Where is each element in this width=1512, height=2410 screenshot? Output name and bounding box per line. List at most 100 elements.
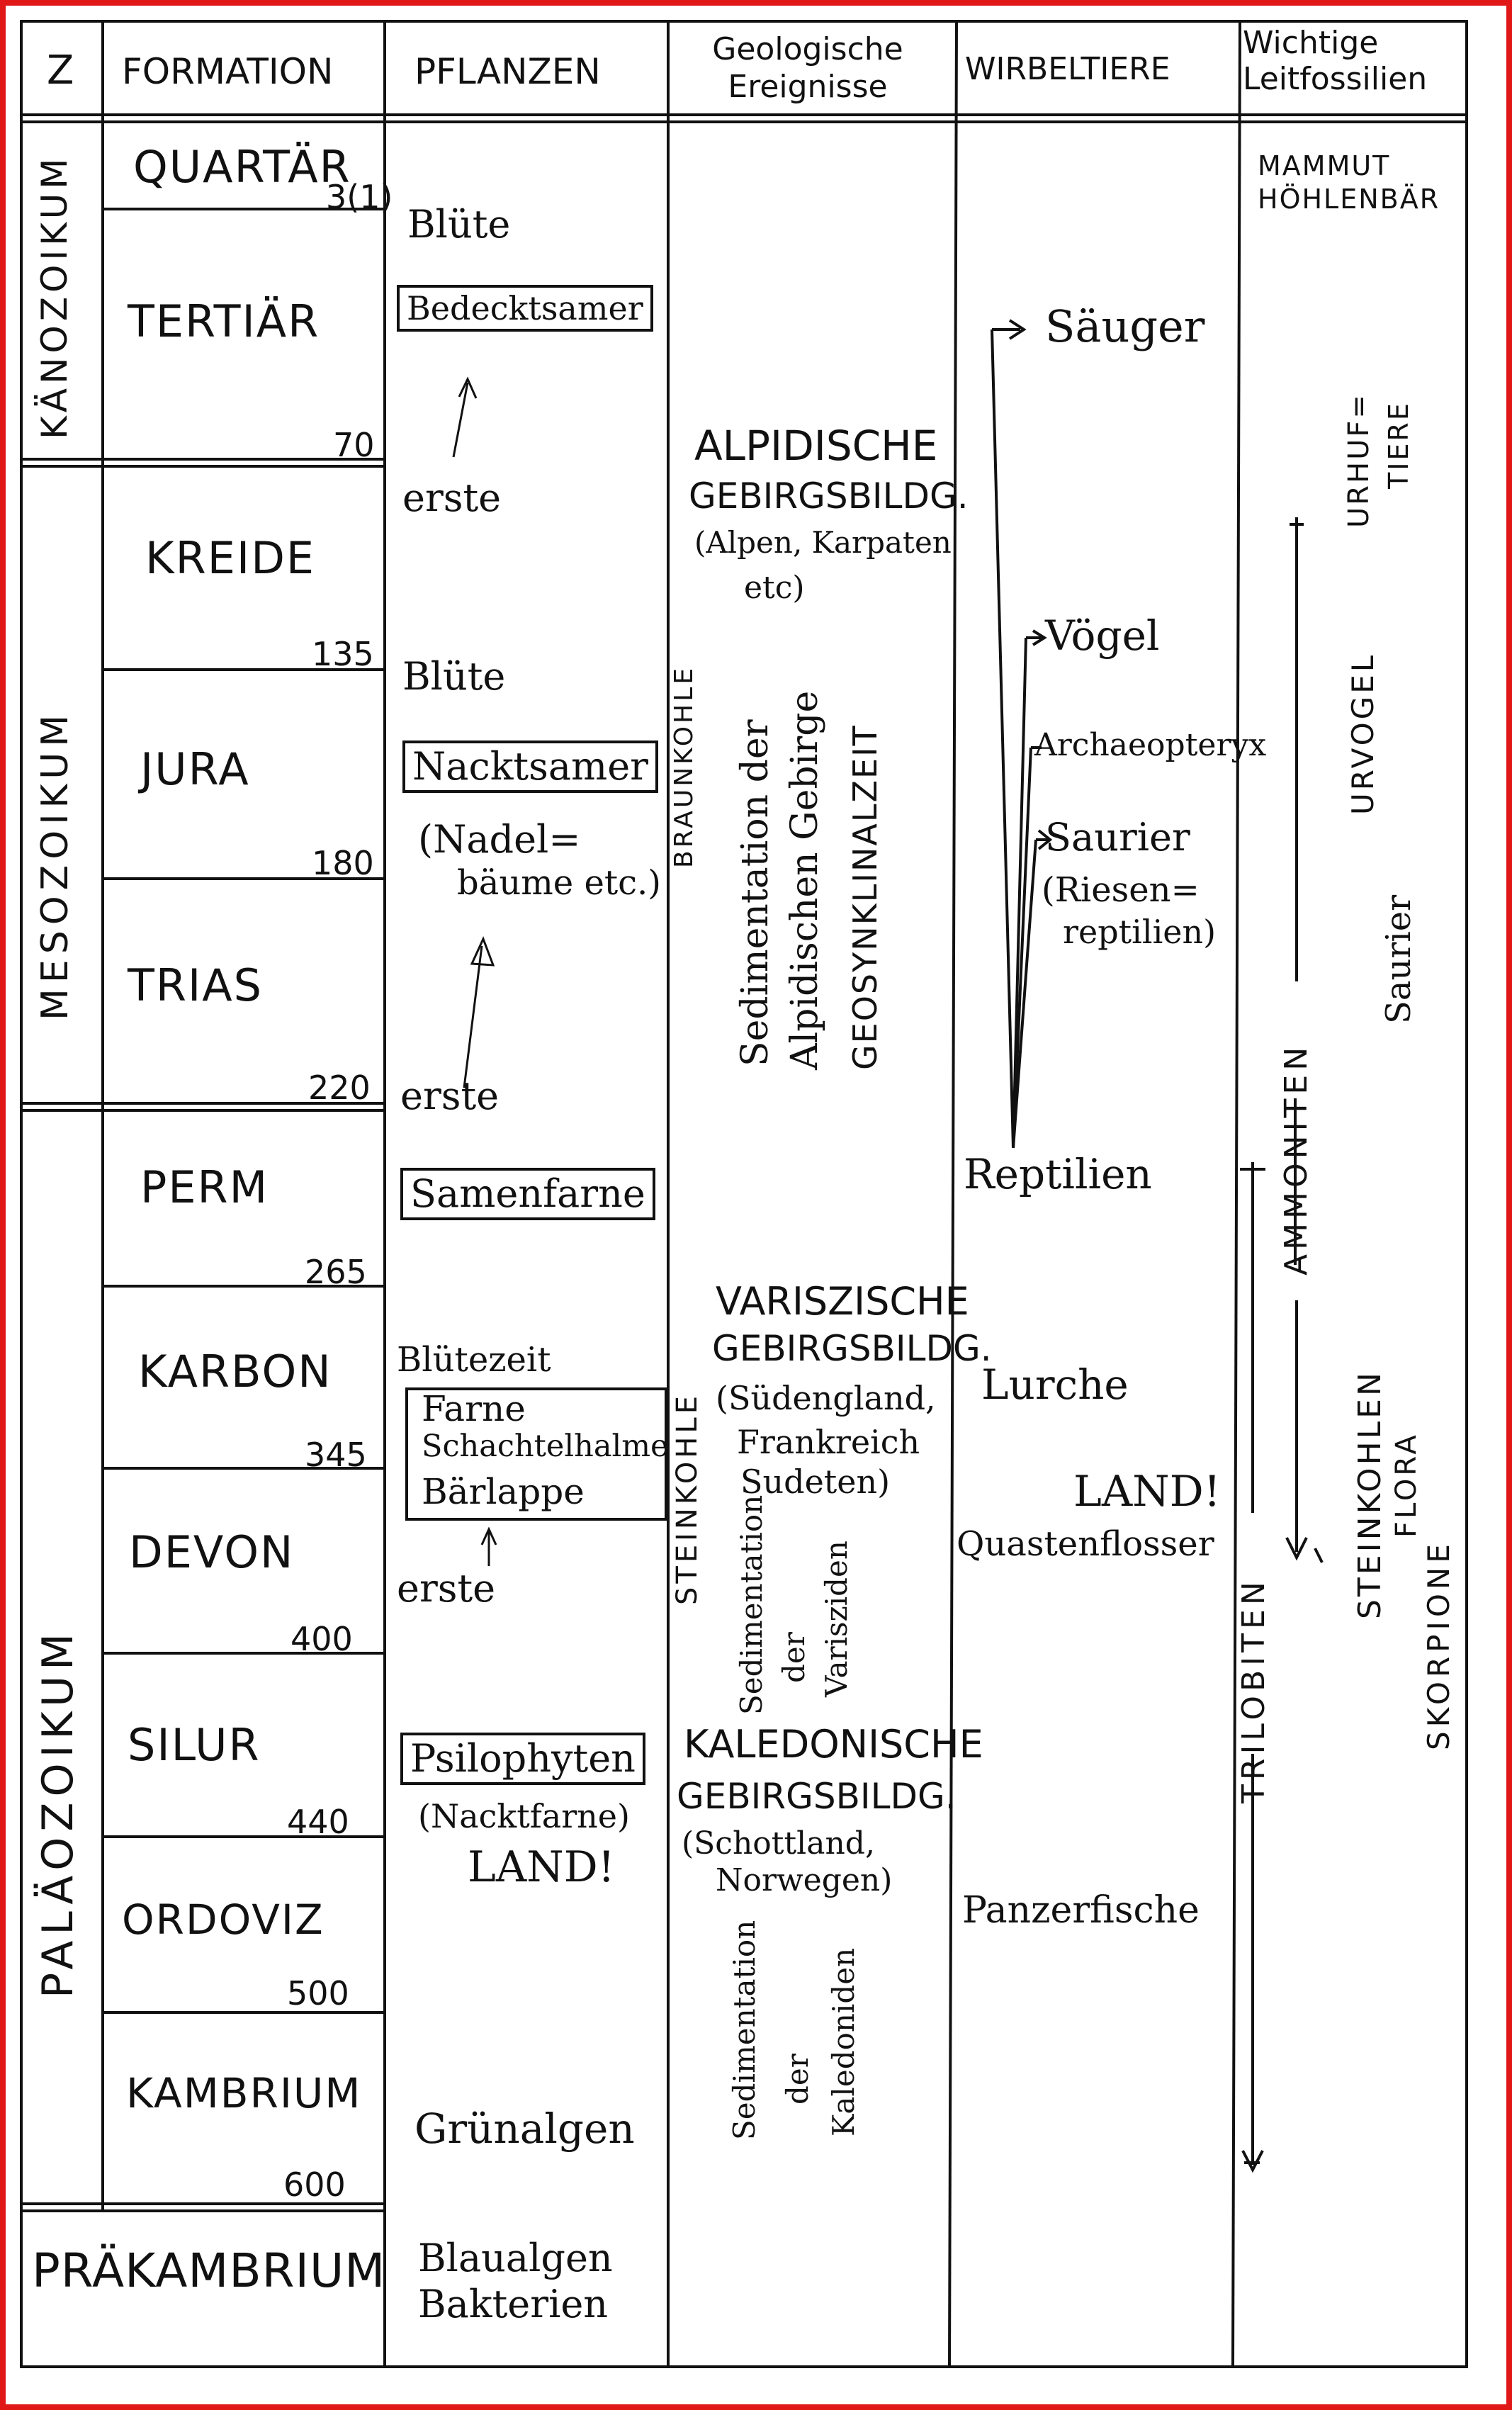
formation-silur: SILUR — [128, 1719, 261, 1771]
plant-schachtelhalme: Schachtelhalme — [422, 1429, 669, 1464]
plant-gruenalgen: Grünalgen — [414, 2105, 635, 2153]
plant-samenfarne: Samenfarne — [400, 1168, 655, 1220]
era-paleozoic: PALÄOZOIKUM — [33, 1628, 83, 1998]
vertebrate-archaeopteryx: Archaeopteryx — [1034, 727, 1267, 763]
age-600: 600 — [283, 2166, 346, 2204]
plant-land: LAND! — [468, 1842, 615, 1892]
event-alpidisch: ALPIDISCHE — [694, 422, 938, 470]
fossil-mammut: MAMMUT — [1258, 150, 1391, 181]
age-70: 70 — [333, 426, 375, 464]
event-variszisch-sudeten: Sudeten) — [740, 1463, 891, 1501]
event-geosynklinalzeit: GEOSYNKLINALZEIT — [846, 724, 884, 1070]
event-braunkohle: BRAUNKOHLE — [670, 665, 699, 868]
vertebrate-quastenflosser: Quastenflosser — [957, 1524, 1214, 1564]
plant-nacktfarne: (Nacktfarne) — [418, 1797, 630, 1835]
table-border — [20, 20, 1468, 2368]
plant-nadelbaeume-2: bäume etc.) — [457, 863, 661, 903]
frame-top — [0, 0, 1512, 6]
event-kaledonisch: KALEDONISCHE — [684, 1722, 983, 1767]
formation-tertiaer: TERTIÄR — [128, 295, 320, 347]
formation-quartaer: QUARTÄR — [133, 141, 351, 193]
event-variszisch-frankreich: Frankreich — [737, 1423, 920, 1461]
event-sed-alpid-2: Alpidischen Gebirge — [784, 690, 826, 1070]
event-alpidisch-gebirgsbildung: GEBIRGSBILDG. — [689, 475, 969, 517]
vertebrate-saeuger: Säuger — [1045, 300, 1205, 352]
vertebrate-riesenreptilien-1: (Riesen= — [1042, 870, 1200, 910]
fossil-hoehlenbaer: HÖHLENBÄR — [1258, 184, 1440, 215]
fossil-steinkohlenflora-1: STEINKOHLEN — [1352, 1370, 1388, 1619]
vertebrate-reptilien: Reptilien — [964, 1150, 1152, 1198]
event-alpidisch-regions: (Alpen, Karpaten — [694, 525, 952, 560]
age-400: 400 — [290, 1620, 353, 1658]
event-sed-varisz-1: Sedimentation — [734, 1494, 769, 1715]
plant-blaualgen: Blaualgen — [418, 2236, 613, 2280]
header-events: Geologische Ereignisse — [712, 31, 903, 105]
plant-bluete-1: Blüte — [407, 202, 511, 247]
vertebrate-land: LAND! — [1073, 1467, 1221, 1516]
plant-baerlappe: Bärlappe — [422, 1471, 585, 1512]
plant-bedecktsamer: Bedecktsamer — [397, 285, 653, 332]
age-345: 345 — [305, 1436, 367, 1474]
event-sed-kaled-1: Sedimentation — [727, 1920, 762, 2140]
vertebrate-riesenreptilien-2: reptilien) — [1063, 913, 1217, 951]
plant-nacktsamer: Nacktsamer — [402, 741, 658, 793]
event-sed-varisz-3: Varisziden — [819, 1541, 854, 1697]
formation-trias: TRIAS — [128, 959, 264, 1011]
event-kaledonisch-gebirgsbildung: GEBIRGSBILDG. — [677, 1776, 957, 1817]
plant-erste-2: erste — [400, 1074, 500, 1118]
event-kaledonisch-schottland: (Schottland, — [682, 1825, 875, 1862]
age-3: 3(1) — [326, 178, 393, 216]
fossil-saurier: Saurier — [1379, 894, 1418, 1024]
age-220: 220 — [308, 1069, 371, 1107]
vertebrate-saurier: Saurier — [1045, 815, 1190, 860]
era-cenozoic: KÄNOZOIKUM — [34, 154, 75, 439]
age-500: 500 — [287, 1974, 349, 2012]
formation-jura: JURA — [140, 743, 250, 795]
fossil-urvogel: URVOGEL — [1345, 652, 1380, 815]
fossil-steinkohlenflora-2: FLORA — [1390, 1432, 1423, 1538]
plant-psilophyten: Psilophyten — [400, 1733, 645, 1785]
frame-left — [0, 0, 6, 2410]
formation-kreide: KREIDE — [145, 532, 316, 584]
vertebrate-voegel: Vögel — [1045, 612, 1160, 660]
event-variszisch-suedengland: (Südengland, — [716, 1379, 936, 1417]
plant-bakterien: Bakterien — [418, 2282, 609, 2326]
fossil-urhuftiere-1: URHUF= — [1343, 393, 1375, 528]
plant-nadelbaeume-1: (Nadel= — [418, 817, 581, 862]
formation-ordoviz: ORDOVIZ — [122, 1896, 325, 1944]
fossil-ammoniten: AMMONITEN — [1278, 1042, 1314, 1276]
event-variszisch-gebirgsbildung: GEBIRGSBILDG. — [712, 1328, 992, 1369]
fossil-urhuftiere-2: TIERE — [1383, 401, 1414, 489]
frame-right — [1506, 0, 1512, 2410]
event-steinkohle: STEINKOHLE — [671, 1392, 704, 1605]
vertebrate-panzerfische: Panzerfische — [962, 1889, 1200, 1932]
formation-karbon: KARBON — [138, 1346, 332, 1397]
frame-bottom — [0, 2404, 1512, 2410]
plant-erste-3: erste — [397, 1566, 496, 1611]
era-precambrian: PRÄKAMBRIUM — [32, 2243, 386, 2298]
age-265: 265 — [305, 1253, 367, 1291]
vertebrate-lurche: Lurche — [981, 1361, 1129, 1409]
plant-karbon-box — [405, 1387, 667, 1521]
plant-farne: Farne — [422, 1388, 526, 1429]
header-vertebrates: WIRBELTIERE — [965, 51, 1170, 87]
formation-devon: DEVON — [129, 1526, 295, 1578]
plant-erste-1: erste — [402, 475, 502, 520]
fossil-skorpione: SKORPIONE — [1421, 1540, 1456, 1750]
header-formation: FORMATION — [122, 51, 334, 92]
age-440: 440 — [287, 1803, 349, 1841]
plant-bluete-2: Blüte — [402, 654, 506, 699]
event-sed-kaled-3: Kaledoniden — [826, 1947, 861, 2136]
event-variszisch: VARISZISCHE — [716, 1279, 969, 1324]
age-180: 180 — [312, 844, 374, 882]
header-fossils: Wichtige Leitfossilien — [1243, 25, 1428, 97]
header-era: Z — [47, 47, 74, 94]
header-plants: PFLANZEN — [414, 51, 601, 92]
era-mesozoic: MESOZOIKUM — [34, 709, 77, 1020]
plant-bluetezeit: Blütezeit — [397, 1340, 551, 1380]
formation-kambrium: KAMBRIUM — [126, 2069, 362, 2117]
event-kaledonisch-norwegen: Norwegen) — [716, 1862, 893, 1898]
formation-perm: PERM — [140, 1161, 269, 1213]
